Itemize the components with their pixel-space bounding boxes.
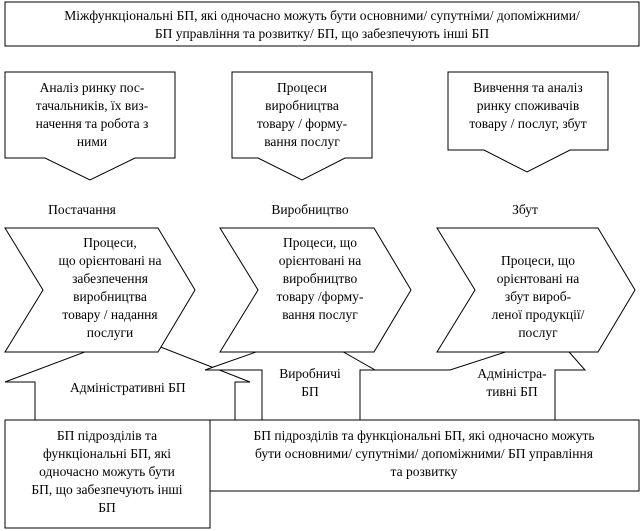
admin-bp-left-label: Адміністративні БП (70, 380, 186, 395)
admin-bp-right-line: Адміністра- (477, 366, 547, 381)
chevron-line: збут вироб- (505, 289, 572, 304)
chevron-production: Процеси, що орієнтовані на виробництво т… (219, 227, 412, 353)
label-sales: Збут (512, 202, 538, 217)
chevron-line: Процеси, (83, 235, 136, 250)
chevron-line: виробництва (73, 289, 147, 304)
callout-line: товару / форму- (257, 116, 348, 131)
chevron-line: послуги (87, 325, 134, 340)
chevron-supply-shape (4, 227, 196, 353)
chevron-sales: Процеси, що орієнтовані на збут вироб- л… (436, 227, 636, 353)
bottom-left-box-frame (4, 419, 211, 529)
bottom-right-line: БП підрозділів та функціональні БП, які … (253, 428, 594, 443)
bottom-left-box: БП підрозділів та функціональні БП, які … (4, 419, 211, 529)
label-production: Виробництво (271, 202, 348, 217)
chevron-line: орієнтовані на (497, 271, 580, 286)
callout-line: тачальників, їх виз- (36, 98, 149, 113)
callout-line: Вивчення та аналіз (473, 80, 582, 95)
bottom-right-line: та розвитку (391, 464, 458, 479)
bottom-left-line: БП (98, 500, 116, 515)
chevron-line: орієнтовані на (279, 253, 362, 268)
callout-line: товару / послуг, збут (469, 116, 586, 131)
callout-line: ними (77, 134, 107, 149)
callout-supply: Аналіз ринку пос- тачальників, їх виз- н… (4, 71, 176, 181)
top-box-line: БП управління та розвитку/ БП, що забезп… (155, 26, 490, 41)
production-bp-line: БП (301, 384, 319, 399)
bottom-left-line: одночасно можуть бути (39, 464, 175, 479)
chevron-sales-shape (436, 227, 636, 353)
top-box-frame (4, 1, 640, 47)
chevron-supply: Процеси, що орієнтовані на забезпечення … (4, 227, 196, 353)
chevron-line: леної продукції/ (492, 307, 585, 322)
chevron-line: товару / надання (62, 307, 157, 322)
callout-supply-shape (4, 71, 176, 181)
chevron-line: Процеси, що (501, 253, 575, 268)
callout-line: ринку споживачів (477, 98, 579, 113)
bottom-right-box: БП підрозділів та функціональні БП, які … (209, 419, 640, 492)
label-supply: Постачання (48, 202, 116, 217)
chevron-line: забезпечення (72, 271, 148, 286)
chevron-line: послуг (518, 325, 558, 340)
bottom-left-line: функціональні БП, які (43, 446, 171, 461)
chevron-line: товару /форму- (277, 289, 364, 304)
bottom-left-line: БП підрозділів та (57, 428, 157, 443)
callout-line: Процеси (277, 80, 327, 95)
callout-production-shape (231, 71, 373, 181)
production-bp-line: Виробничі (279, 366, 341, 381)
top-box-line: Міжфункціональні БП, які одночасно можут… (64, 8, 580, 23)
chevron-line: вання послуг (282, 307, 358, 322)
callout-sales-shape (447, 71, 609, 173)
callout-production: Процеси виробництва товару / форму- ванн… (231, 71, 373, 181)
chevron-production-shape (219, 227, 412, 353)
callout-line: виробництва (265, 98, 339, 113)
bottom-right-box-frame (209, 419, 640, 492)
callout-line: вання послуг (264, 134, 340, 149)
callout-line: начення та робота з (36, 116, 149, 131)
admin-bp-right-line: тивні БП (486, 384, 538, 399)
top-box: Міжфункціональні БП, які одночасно можут… (4, 1, 640, 47)
bottom-left-line: БП, що забезпечують інші (31, 482, 182, 497)
support-band: Адміністративні БП Виробничі БП Адмініст… (4, 332, 587, 421)
chevron-line: Процеси, що (283, 235, 357, 250)
chevron-line: що орієнтовані на (58, 253, 161, 268)
callout-line: Аналіз ринку пос- (40, 80, 145, 95)
bottom-right-line: бути основними/ супутніми/ допоміжними/ … (255, 446, 593, 461)
chevron-line: виробництво (283, 271, 358, 286)
callout-sales: Вивчення та аналіз ринку споживачів това… (447, 71, 609, 173)
